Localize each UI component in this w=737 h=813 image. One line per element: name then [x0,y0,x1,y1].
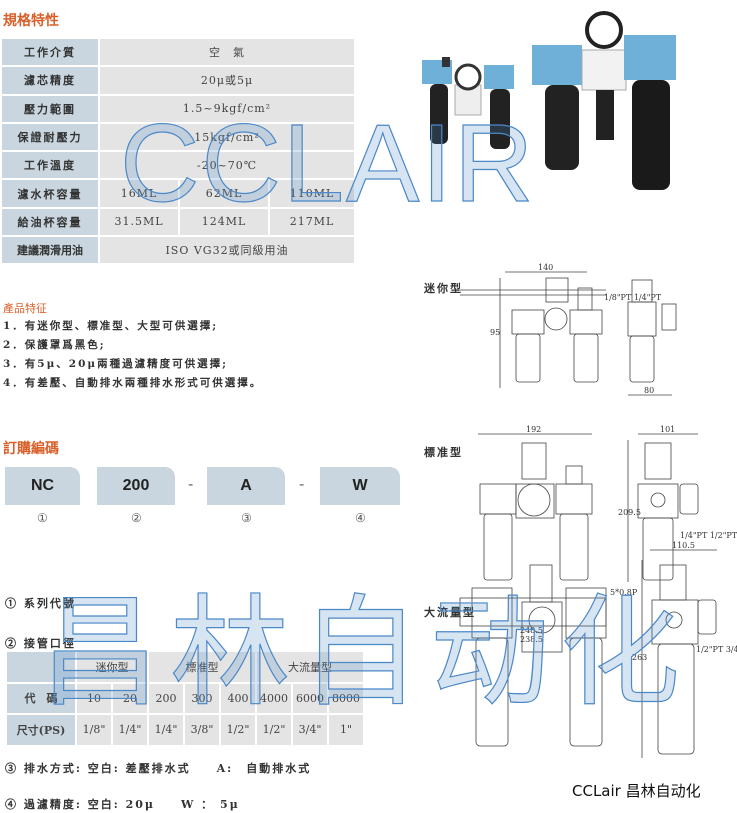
spec-value: 15kgf/cm² [98,121,356,153]
code-cell: 20 [111,681,149,715]
size-cell: 1" [327,713,365,747]
mini-frl-unit [422,57,514,149]
standard-side-drawing [627,433,699,582]
feature-item: 3．有5μ、20μ兩種過濾精度可供選擇; [3,358,228,370]
dim-large-height: 263 [632,653,647,662]
spec-value: 20μ或5μ [98,65,356,96]
mini-side-drawing [627,279,677,396]
code-cell: 8000 [327,681,365,715]
order-title: 訂購編碼 [3,441,59,457]
dim-standard-height: 209.5 [618,508,641,517]
dim-large-width1: 248.5 [520,626,543,635]
row-label: 代 碼 [5,681,77,715]
standard-front-drawing [478,433,593,581]
code-cell: 300 [183,681,221,715]
size-cell: 3/8" [183,713,221,747]
code-cell: 4000 [255,681,293,715]
spec-label: 保證耐壓力 [0,121,100,153]
dim-large-thread: 5*0.8P [610,588,638,597]
mark: ③ [241,511,252,525]
group-header: 大流量型 [255,650,365,684]
product-photo [422,11,676,190]
mark: ② [131,511,142,525]
size-cell: 1/4" [111,713,149,747]
spec-title: 規格特性 [3,13,59,29]
item-port: ② 接管口徑 [5,637,76,650]
dim-mini-width: 140 [538,263,553,272]
size-cell: 1/2" [219,713,257,747]
feature-item: 2．保護罩爲黑色; [3,339,106,351]
spec-value: 62ML [178,178,270,209]
standard-label: 標准型 [424,446,463,459]
footer-brand: CCLair 昌林自动化 [572,780,701,801]
order-code-series: NC [5,467,80,505]
spec-value: 110ML [268,178,356,209]
size-cell: 1/2" [255,713,293,747]
size-cell: 3/4" [291,713,329,747]
group-header: 標准型 [147,650,257,684]
spec-value: 217ML [268,206,356,238]
code-cell: 10 [75,681,113,715]
dim-large-port: 1/2"PT 3/4"PT 1"PT [696,645,737,654]
row-label: 尺寸(PS) [5,713,77,747]
dash: - [188,476,194,493]
dim-standard-width: 192 [526,425,541,434]
order-code-filter: W [320,467,400,505]
dash: - [299,476,305,493]
item-series: ① 系列代號 [5,597,76,610]
mini-label: 迷你型 [424,282,463,295]
size-cell: 1/8" [75,713,113,747]
spec-label: 建議潤滑用油 [0,235,100,266]
spec-label: 壓力範圍 [0,93,100,124]
spec-label: 工作溫度 [0,150,100,181]
dim-mini-port: 1/8"PT 1/4"PT [604,293,662,302]
feature-item: 4．有差壓、自動排水兩種排水形式可供選擇。 [3,377,263,389]
dim-standard-side: 101 [660,425,675,434]
dim-mini-height: 95 [490,328,500,337]
technical-drawings: 140 95 80 1/8"PT 1/4"PT 192 101 209.5 1/… [459,263,737,758]
standard-frl-unit [532,11,676,190]
dim-large-side: 110.5 [672,541,695,550]
large-label: 大流量型 [424,606,476,619]
spec-label: 工作介質 [0,36,100,68]
feature-item: 1．有迷你型、標准型、大型可供選擇; [3,320,219,332]
spec-label: 給油杯容量 [0,206,100,238]
features-list: 1．有迷你型、標准型、大型可供選擇; 2．保護罩爲黑色; 3．有5μ、20μ兩種… [3,317,262,393]
order-code-drain: A [207,467,285,505]
mini-front-drawing [499,271,603,388]
large-side-drawing [641,549,717,758]
code-cell: 400 [219,681,257,715]
spec-value: ISO VG32或同級用油 [98,235,356,266]
spec-value: 16ML [98,178,180,209]
spec-value: 124ML [178,206,270,238]
group-header: 迷你型 [75,650,149,684]
size-cell: 1/4" [147,713,185,747]
order-code-port: 200 [97,467,175,505]
mark: ④ [355,511,366,525]
spec-value: 空 氣 [98,36,356,68]
item-drain: ③ 排水方式: 空白: 差壓排水式 A: 自動排水式 [5,762,312,775]
mark: ① [37,511,48,525]
spec-label: 濾芯精度 [0,65,100,96]
dim-large-width2: 238.5 [520,635,543,644]
spec-value: -20~70℃ [98,150,356,181]
item-filter: ④ 過濾精度: 空白: 20μ W ： 5μ [5,798,240,811]
features-title: 產品特征 [3,302,47,315]
code-cell: 200 [147,681,185,715]
spec-value: 1.5~9kgf/cm² [98,93,356,124]
code-cell: 6000 [291,681,329,715]
dim-mini-side: 80 [644,386,654,395]
spec-label: 濾水杯容量 [0,178,100,209]
dim-standard-port: 1/4"PT 1/2"PT [680,531,737,540]
large-front-drawing [459,289,607,747]
spec-value: 31.5ML [98,206,180,238]
